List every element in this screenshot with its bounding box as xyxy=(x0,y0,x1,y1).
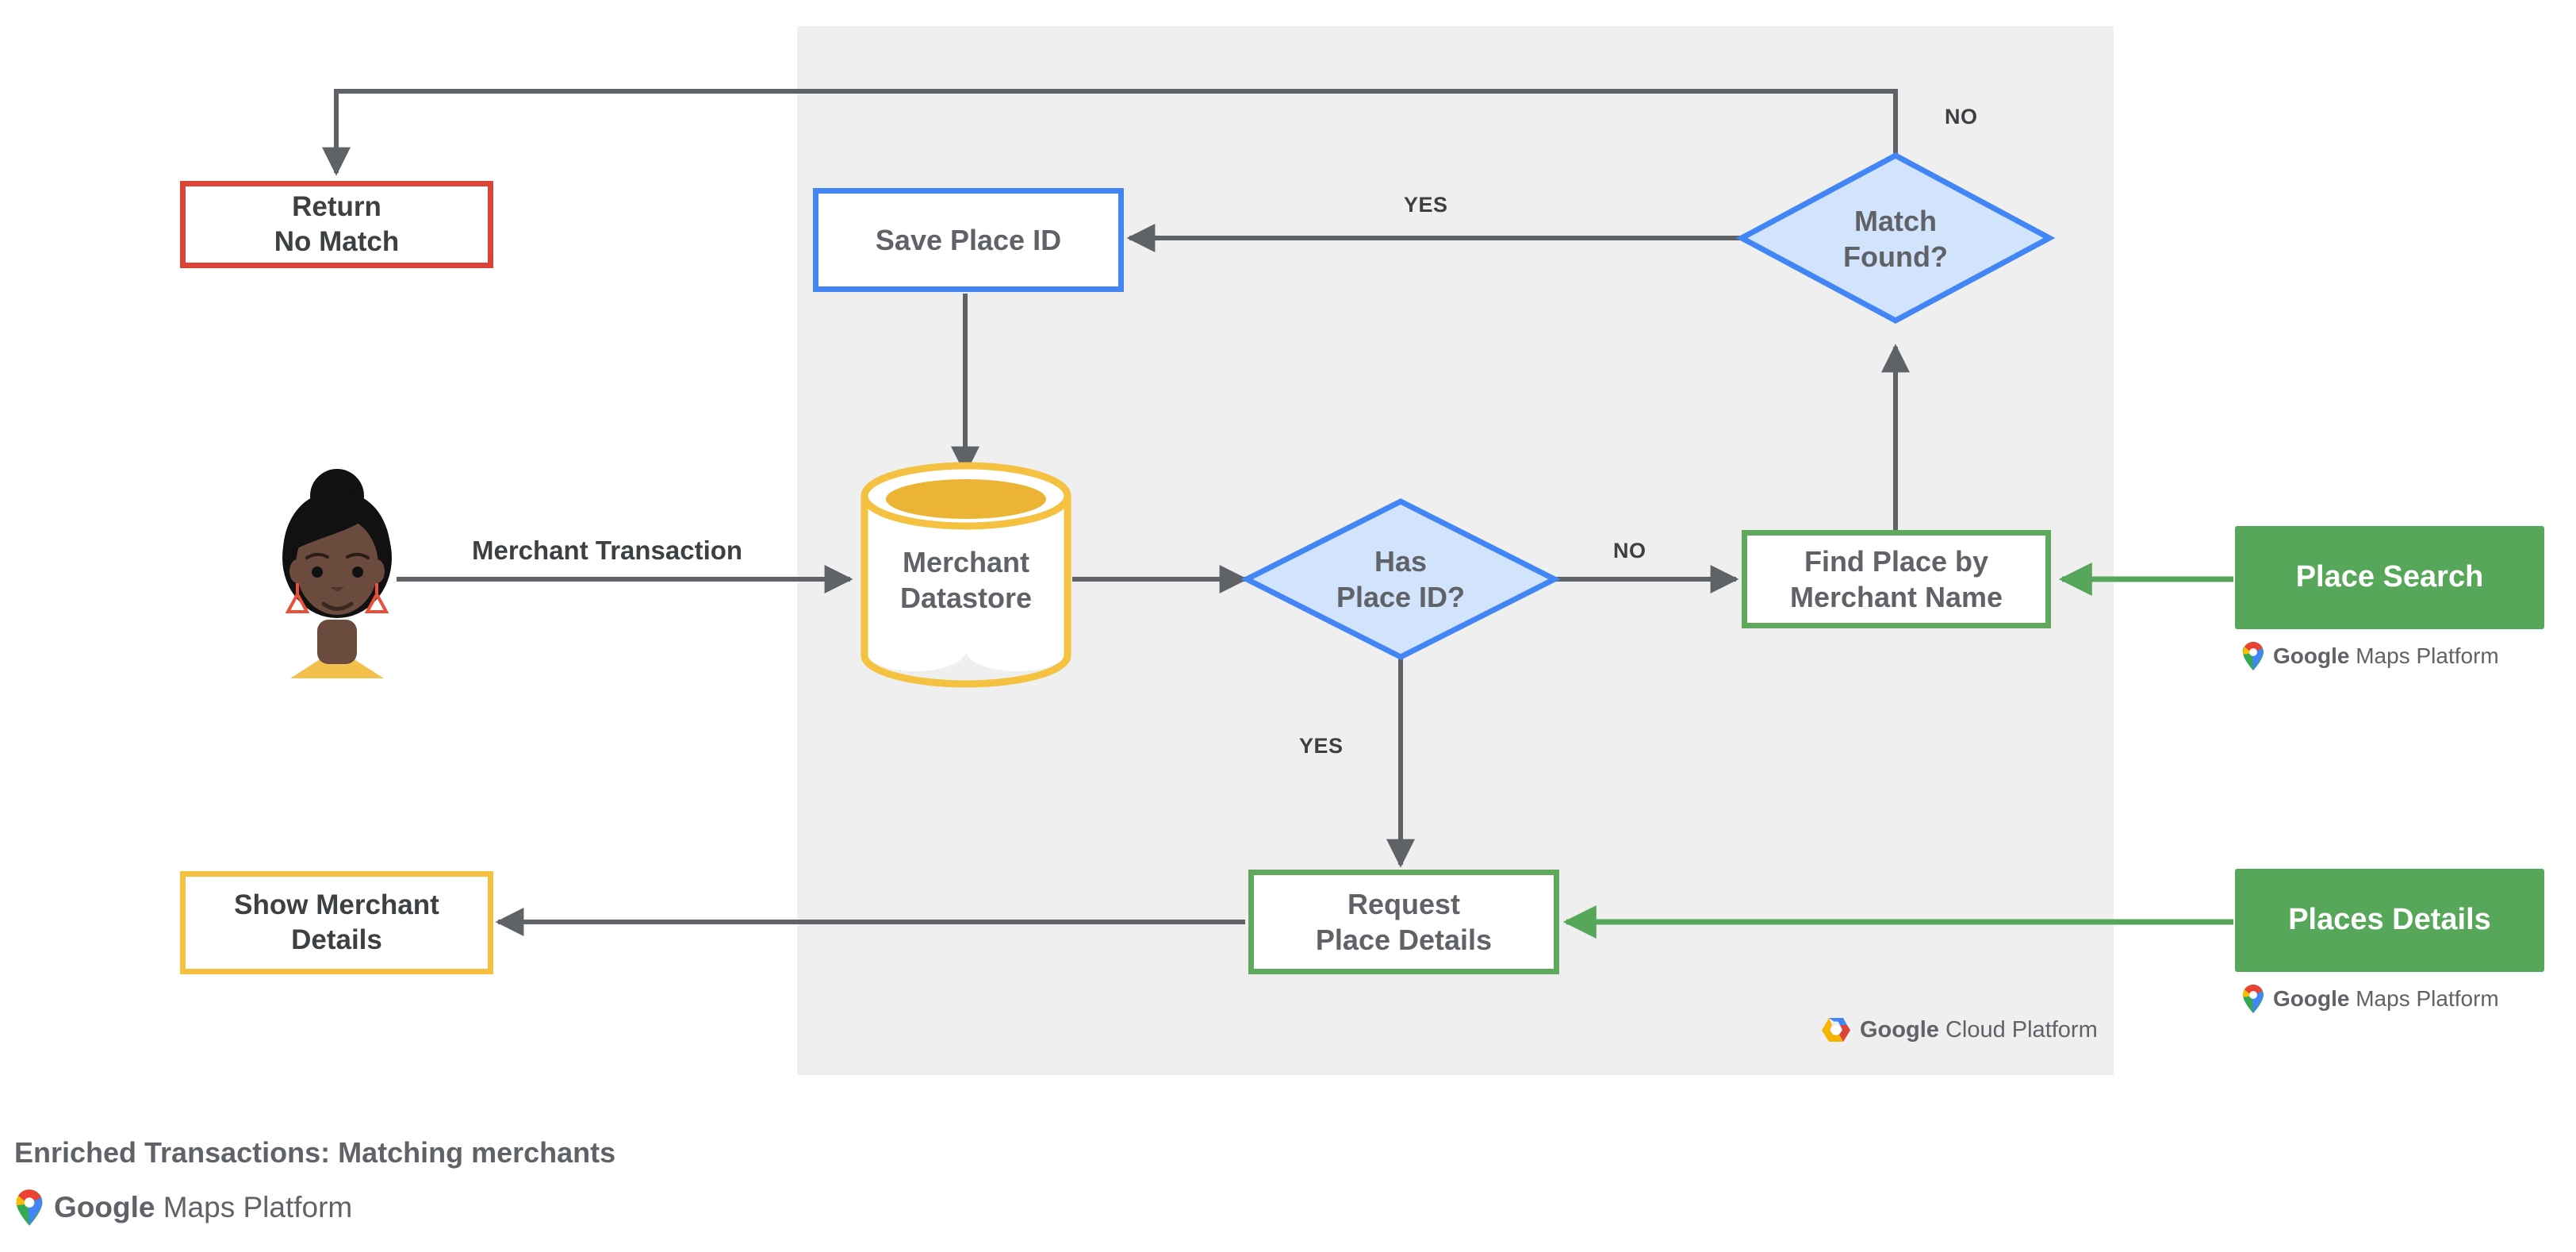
match-found-diamond-shape xyxy=(1735,152,2056,324)
edge-label-merchant-transaction: Merchant Transaction xyxy=(472,536,743,565)
node-merchant-datastore-label[interactable]: Merchant Datastore xyxy=(899,546,1033,614)
edge-label-match-found-no: NO xyxy=(1945,105,1978,129)
google-maps-platform-lockup-places-details: Google Maps Platform xyxy=(2241,984,2499,1014)
avatar-mouth xyxy=(321,601,354,611)
gcp-lockup-text: Google Cloud Platform xyxy=(1860,1017,2098,1043)
node-has-place-id-label[interactable]: Has Place ID? xyxy=(1336,545,1466,613)
avatar-nose xyxy=(331,587,344,591)
google-maps-pin-icon xyxy=(16,1189,43,1226)
gmp-brand: Google xyxy=(2273,643,2350,668)
avatar-eyebrow-right xyxy=(346,552,370,559)
edge-label-match-found-yes: YES xyxy=(1404,193,1448,217)
merchant-person-avatar xyxy=(282,469,392,678)
avatar-earring-right xyxy=(364,583,389,613)
avatar-neck xyxy=(317,620,357,664)
node-places-details[interactable]: Places Details xyxy=(2235,869,2544,972)
avatar-face xyxy=(296,517,378,615)
gcp-brand: Google xyxy=(1860,1016,1939,1043)
page-title: Enriched Transactions: Matching merchant… xyxy=(14,1136,616,1169)
node-match-found-label[interactable]: Match Found? xyxy=(1843,205,1948,273)
gmp-lockup-text: Google Maps Platform xyxy=(54,1191,352,1224)
node-show-merchant-details[interactable]: Show Merchant Details xyxy=(180,871,493,974)
edge-label-has-place-id-yes: YES xyxy=(1299,734,1344,758)
node-request-place-details[interactable]: Request Place Details xyxy=(1248,870,1559,974)
gmp-product: Maps Platform xyxy=(2349,986,2499,1011)
gmp-brand: Google xyxy=(2273,986,2350,1011)
avatar-ear-right xyxy=(369,559,385,583)
avatar-earring-left xyxy=(285,583,310,613)
google-maps-platform-lockup-footer: Google Maps Platform xyxy=(14,1189,352,1227)
avatar-eye-right xyxy=(352,566,363,578)
google-cloud-platform-lockup: Google Cloud Platform xyxy=(1821,1016,2098,1043)
gmp-product: Maps Platform xyxy=(2349,643,2499,668)
merchant-datastore-cylinder-shape xyxy=(861,462,1071,688)
gcp-product: Cloud Platform xyxy=(1938,1016,2098,1043)
google-maps-pin-icon xyxy=(2243,985,2264,1013)
avatar-eye-left xyxy=(312,566,323,578)
google-maps-platform-lockup-place-search: Google Maps Platform xyxy=(2241,641,2499,671)
google-maps-pin-icon xyxy=(2242,642,2264,670)
node-find-place-by-merchant-name[interactable]: Find Place by Merchant Name xyxy=(1742,530,2051,628)
node-place-search[interactable]: Place Search xyxy=(2235,526,2544,629)
edge-label-has-place-id-no: NO xyxy=(1613,539,1646,563)
avatar-eyebrow-left xyxy=(305,552,329,559)
avatar-hair-front xyxy=(282,491,392,566)
edge-match-found-no xyxy=(322,89,1898,176)
has-place-id-diamond-shape xyxy=(1240,498,1561,660)
gmp-product: Maps Platform xyxy=(155,1191,353,1223)
gmp-lockup-text: Google Maps Platform xyxy=(2273,643,2499,669)
google-cloud-hexagon-icon xyxy=(1822,1018,1850,1042)
node-return-no-match[interactable]: Return No Match xyxy=(180,181,493,268)
avatar-ear-left xyxy=(289,559,305,583)
node-save-place-id[interactable]: Save Place ID xyxy=(813,188,1124,292)
gmp-brand: Google xyxy=(54,1191,155,1223)
gmp-lockup-text: Google Maps Platform xyxy=(2273,986,2499,1012)
